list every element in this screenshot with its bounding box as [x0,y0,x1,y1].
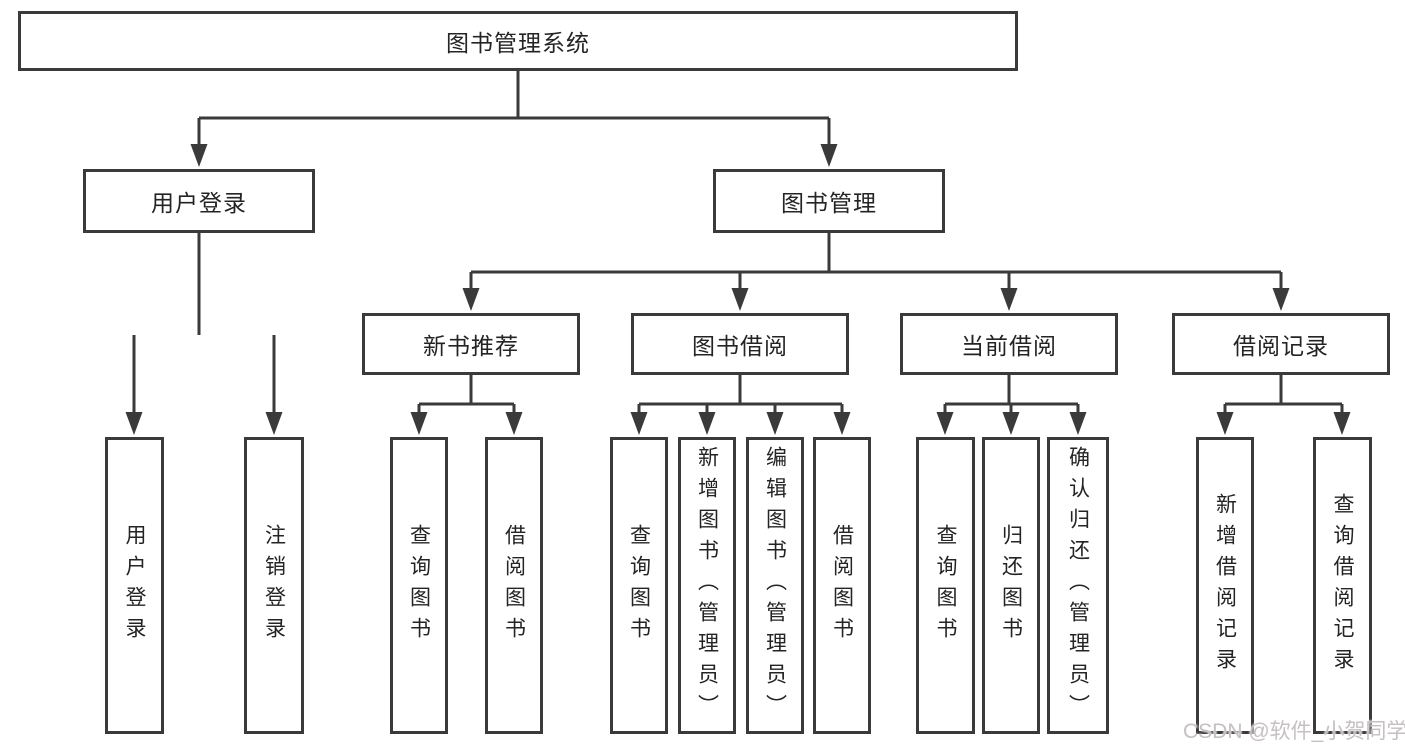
leaf-borrow-books: 借阅图书 [813,437,871,734]
node-new-book-recommend: 新书推荐 [362,313,580,375]
node-book-management: 图书管理 [713,169,945,233]
arrowhead [766,412,784,435]
node-label: 查询借阅记录 [1331,492,1355,679]
arrowhead [936,412,954,435]
arrowhead [731,288,749,311]
leaf-add-borrow-record: 新增借阅记录 [1196,437,1254,734]
node-book-borrow: 图书借阅 [631,313,849,375]
arrowhead [630,412,648,435]
arrowhead [1002,412,1020,435]
node-label: 新增借阅记录 [1213,492,1237,679]
node-label: 编辑图书（管理员） [763,446,787,725]
arrowhead [833,412,851,435]
leaf-query-borrow-record: 查询借阅记录 [1313,437,1372,734]
leaf-return-books: 归还图书 [982,437,1040,734]
node-label: 借阅图书 [502,523,526,648]
node-label: 当前借阅 [961,333,1057,359]
node-label: 查询图书 [934,523,958,648]
arrowhead [1069,412,1087,435]
leaf-logout: 注销登录 [244,437,304,734]
node-label: 新增图书（管理员） [695,446,719,725]
connector-trunk [132,70,1283,414]
arrowhead [410,412,428,435]
arrowhead [1000,288,1018,311]
node-label: 确认归还（管理员） [1066,446,1090,725]
leaf-borrow-books-recommend: 借阅图书 [485,437,543,734]
arrowhead [505,412,523,435]
node-label: 新书推荐 [423,333,519,359]
leaf-query-books-current: 查询图书 [916,437,975,734]
node-label: 借阅记录 [1233,333,1329,359]
connector-branches [417,375,1344,414]
arrowhead [462,288,480,311]
arrowhead [820,144,838,167]
arrowhead [265,412,283,435]
node-label: 图书管理 [781,190,877,216]
arrowhead [1272,288,1290,311]
arrowhead [125,412,143,435]
watermark: CSDN @软件_小贺同学 [1183,720,1405,743]
node-current-borrow: 当前借阅 [900,313,1118,375]
node-label: 查询图书 [407,523,431,648]
node-borrow-records: 借阅记录 [1172,313,1390,375]
node-label: 用户登录 [151,190,247,216]
node-label: 图书借阅 [692,333,788,359]
arrowhead [698,412,716,435]
leaf-user-login: 用户登录 [105,437,164,734]
node-label: 归还图书 [999,523,1023,648]
node-label: 查询图书 [627,523,651,648]
leaf-query-books-recommend: 查询图书 [390,437,448,734]
node-label: 借阅图书 [830,523,854,648]
arrowhead [190,144,208,167]
node-user-login: 用户登录 [83,169,315,233]
leaf-query-books-borrow: 查询图书 [610,437,668,734]
leaf-confirm-return-admin: 确认归还（管理员） [1047,437,1109,734]
node-label: 图书管理系统 [446,30,590,56]
arrowhead [1216,412,1234,435]
node-label: 注销登录 [262,523,286,648]
node-root: 图书管理系统 [18,11,1018,71]
node-label: 用户登录 [123,523,147,648]
arrowhead [1333,412,1351,435]
leaf-edit-book-admin: 编辑图书（管理员） [746,437,804,734]
leaf-add-book-admin: 新增图书（管理员） [678,437,736,734]
